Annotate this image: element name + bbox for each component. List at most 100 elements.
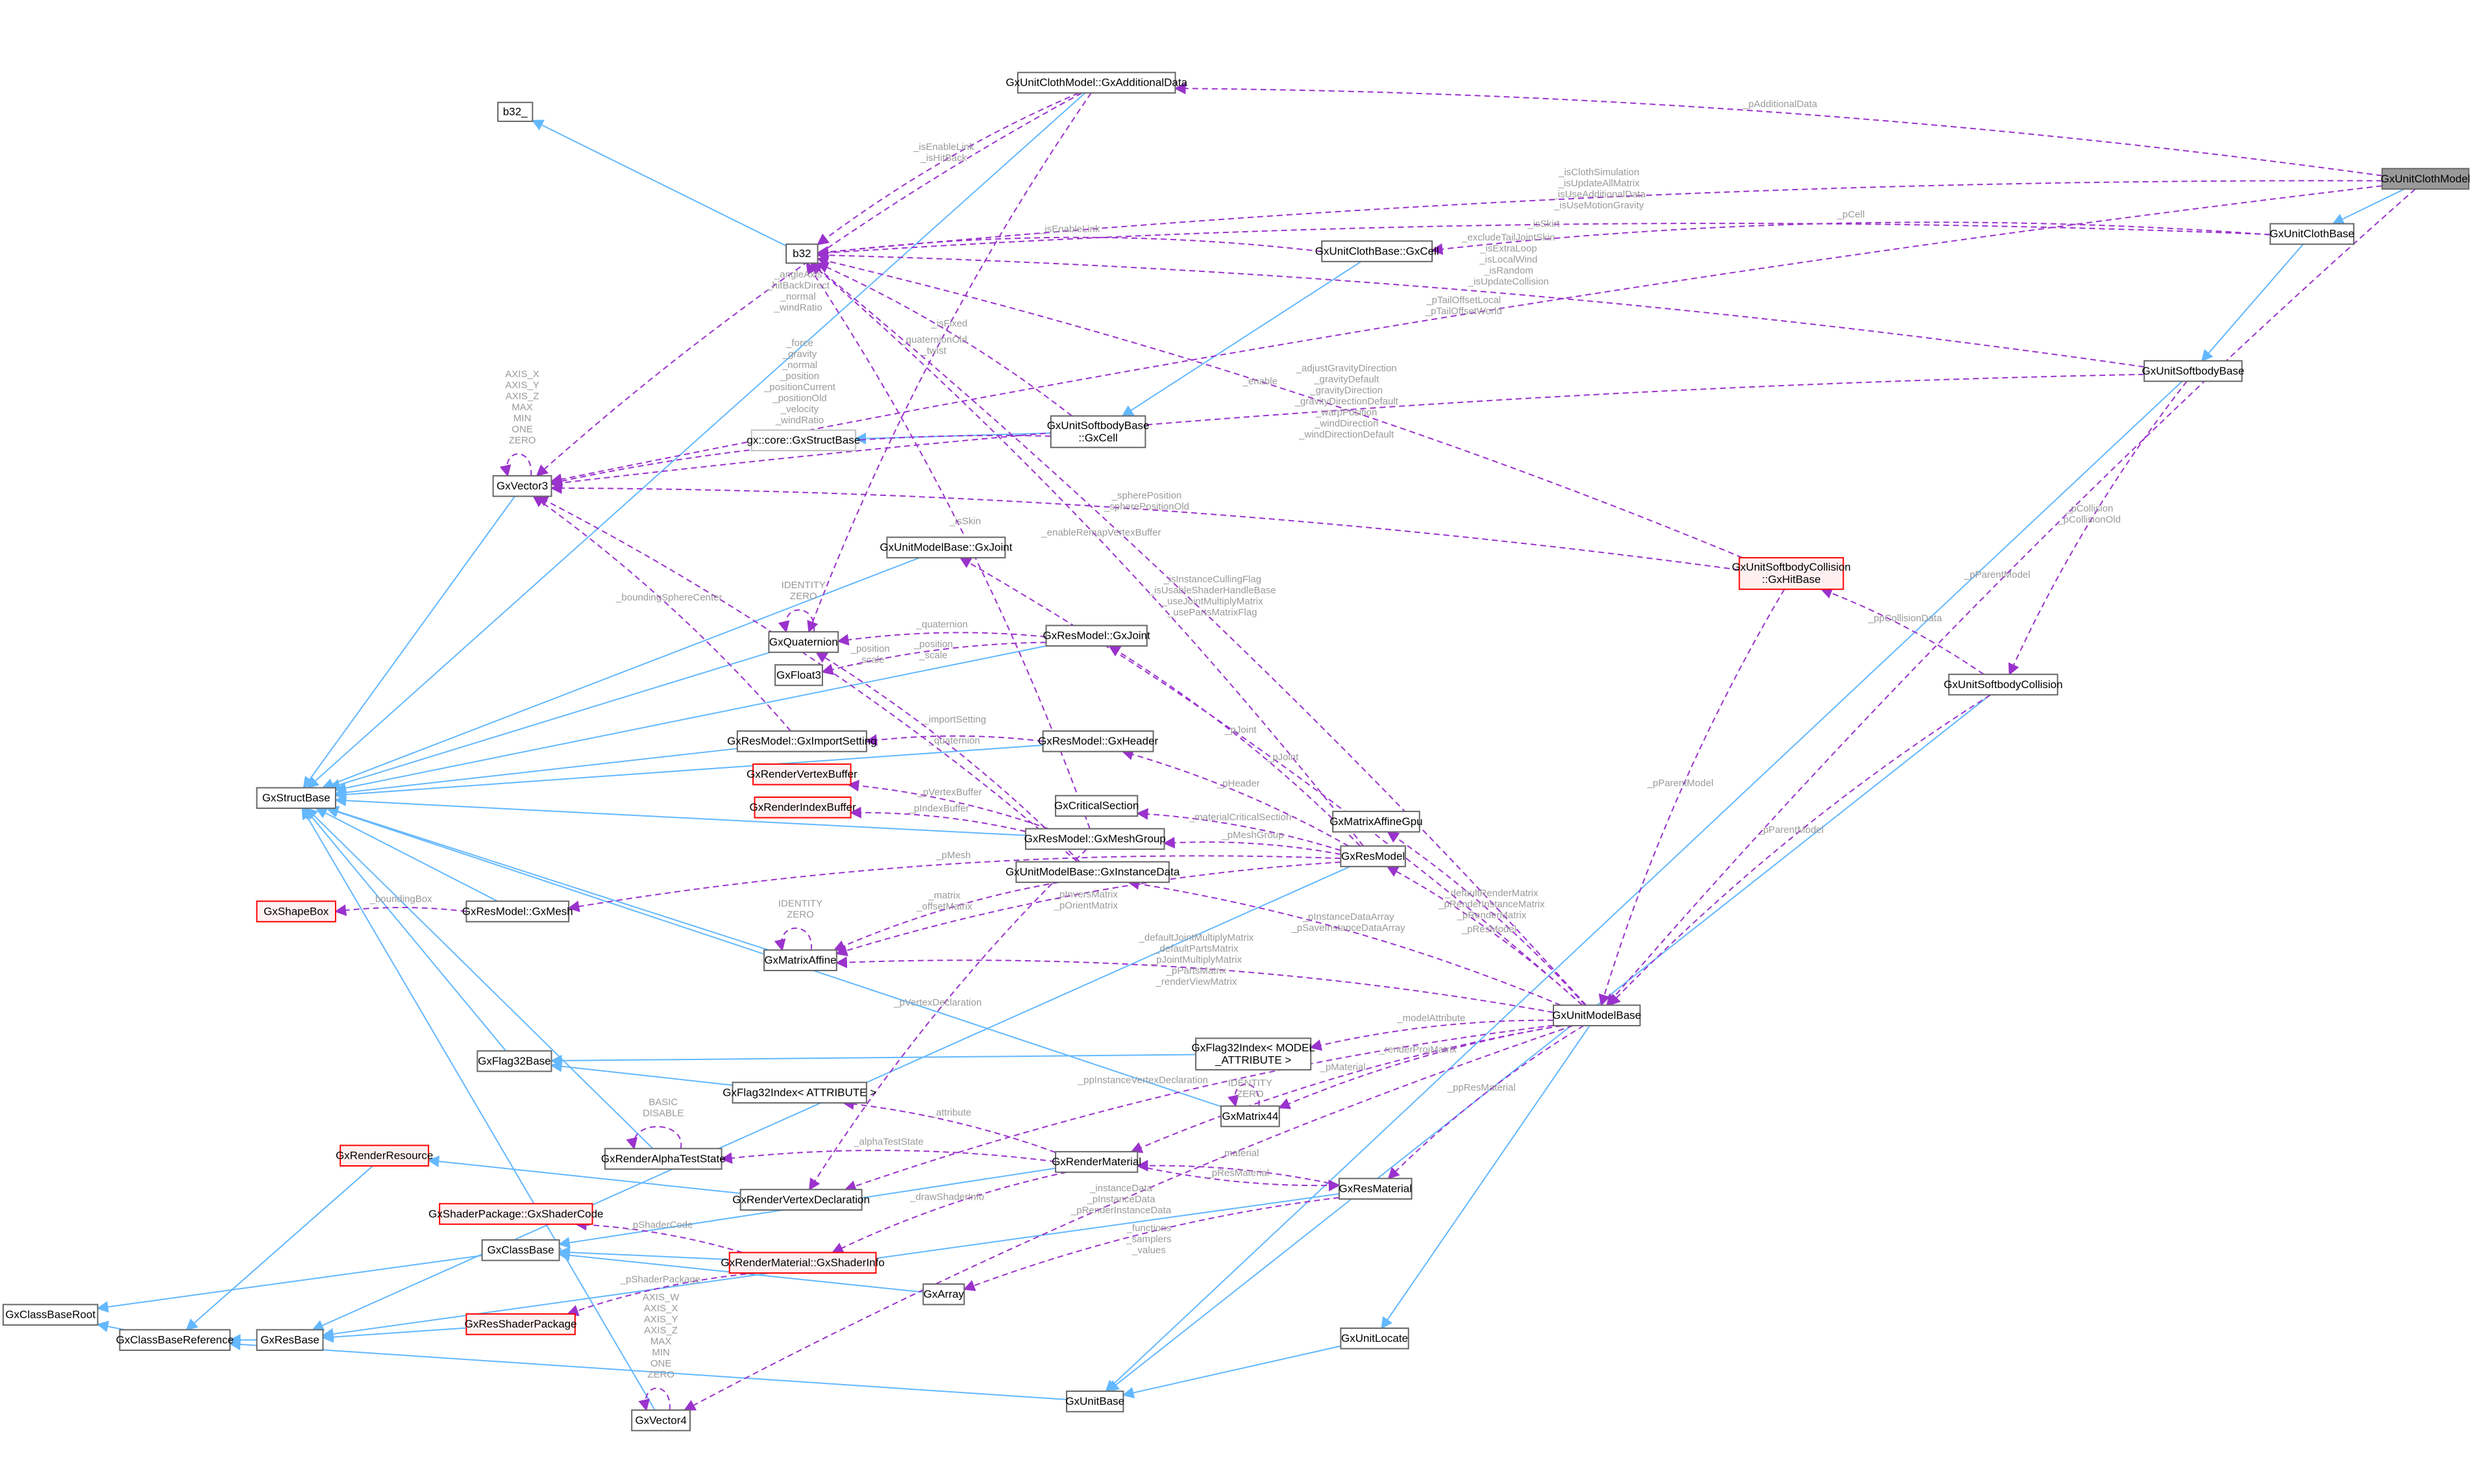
- edge-label-line: _functions: [1126, 1223, 1171, 1234]
- node-b32[interactable]: b32: [785, 243, 819, 264]
- edge-label-line: _isFixed: [931, 318, 968, 329]
- node-gxresmodel-gxmeshgroup[interactable]: GxResModel::GxMeshGroup: [1024, 828, 1166, 850]
- usage-edge: [499, 453, 532, 477]
- edge-label-line: _hitBackDirect: [766, 280, 830, 291]
- node-label: GxUnitSoftbodyCollision: [1944, 678, 2062, 691]
- usage-edge: [844, 1024, 1554, 1192]
- edge-label-line: _instanceData: [1089, 1183, 1153, 1194]
- edge-label: _materialCriticalSection: [1189, 812, 1292, 823]
- edge-label: _pJoint: [1224, 724, 1257, 736]
- node-gxrenderindexbuffer[interactable]: GxRenderIndexBuffer: [749, 797, 856, 819]
- node-gxresmodel-gxheader[interactable]: GxResModel::GxHeader: [1038, 730, 1159, 752]
- node-gxunitlocate[interactable]: GxUnitLocate: [1340, 1327, 1409, 1350]
- usage-edge: [1820, 587, 1984, 675]
- node-gxrendervertexdeclaration[interactable]: GxRenderVertexDeclaration: [732, 1189, 870, 1211]
- node-gxmatrix44[interactable]: GxMatrix44: [1220, 1105, 1280, 1128]
- node-gxunitclothbase-gxcell[interactable]: GxUnitClothBase::GxCell: [1315, 240, 1439, 262]
- usage-edge: [2008, 380, 2188, 676]
- node-label: GxStructBase: [262, 792, 330, 804]
- edges-layer: [96, 82, 2416, 1411]
- node-gxresbase[interactable]: GxResBase: [256, 1329, 324, 1351]
- node-gxunitsoftbodycollision-gxhitbase[interactable]: GxUnitSoftbodyCollision::GxHitBase: [1732, 557, 1851, 590]
- usage-edge: [778, 609, 815, 633]
- node-gxunitmodelbase-gxinstancedata[interactable]: GxUnitModelBase::GxInstanceData: [1006, 861, 1180, 884]
- node-gxresmodel-gximportsetting[interactable]: GxResModel::GxImportSetting: [727, 730, 877, 752]
- node-b32[interactable]: b32_: [497, 101, 534, 122]
- node-gx-core-gxstructbase[interactable]: gx::core::GxStructBase: [747, 429, 860, 452]
- node-label: GxUnitClothBase: [2269, 228, 2354, 240]
- node-gxstructbase[interactable]: GxStructBase: [256, 787, 336, 810]
- node-gxunitbase[interactable]: GxUnitBase: [1065, 1391, 1124, 1413]
- node-gxshaderpackage-gxshadercode[interactable]: GxShaderPackage::GxShaderCode: [428, 1203, 604, 1225]
- edge-label: _enableRemapVertexBuffer: [1041, 527, 1161, 538]
- edge-label-line: _windRatio: [774, 303, 822, 314]
- edge-label-line: _isEnableLink: [1039, 223, 1100, 234]
- node-gxclassbase[interactable]: GxClassBase: [481, 1239, 560, 1261]
- usage-edge: [816, 262, 1072, 417]
- node-gxunitmodelbase-gxjoint[interactable]: GxUnitModelBase::GxJoint: [880, 536, 1013, 559]
- edge-label-line: _pRenderMatrix: [1457, 909, 1527, 921]
- node-gxresmodel-gxjoint[interactable]: GxResModel::GxJoint: [1043, 625, 1151, 647]
- node-gxquaternion[interactable]: GxQuaternion: [768, 631, 839, 653]
- node-gxmatrixaffine[interactable]: GxMatrixAffine: [763, 949, 837, 972]
- node-gxvector3[interactable]: GxVector3: [492, 475, 552, 497]
- node-gxrenderalphateststate[interactable]: GxRenderAlphaTestState: [601, 1148, 726, 1170]
- node-gxrendermaterial[interactable]: GxRenderMaterial: [1052, 1151, 1141, 1173]
- edge-label: _defaultJointMultiplyMatrix_defaultParts…: [1139, 932, 1254, 987]
- edge-label: _boundingBox: [369, 893, 432, 904]
- node-gxflag32index-attribute[interactable]: GxFlag32Index< ATTRIBUTE >: [722, 1082, 876, 1104]
- usage-edge: [816, 255, 1743, 559]
- usage-edge: [1137, 1165, 1340, 1192]
- node-gxresmodel[interactable]: GxResModel: [1340, 845, 1406, 867]
- edge-label-line: _windDirection: [1314, 418, 1378, 429]
- edge-label: _renderProjMatrix: [1379, 1045, 1457, 1056]
- node-gxresmaterial[interactable]: GxResMaterial: [1338, 1178, 1413, 1200]
- node-label: GxResMaterial: [1339, 1182, 1412, 1194]
- edge-label-line: _ppInstanceVertexDeclaration: [1078, 1074, 1208, 1085]
- edge-label: _spherePosition_spherePositionOld: [1104, 490, 1189, 512]
- usage-edge: [833, 882, 1059, 952]
- usage-edge: [550, 434, 1051, 487]
- node-label: GxRenderMaterial: [1052, 1156, 1141, 1168]
- inheritance-edge: [2201, 243, 2304, 362]
- node-gxarray[interactable]: GxArray: [922, 1283, 965, 1305]
- edge-label-line: _windRatio: [775, 415, 824, 426]
- edge-label-line: AXIS_Z: [506, 391, 539, 402]
- inheritance-edge: [185, 1165, 373, 1331]
- node-gxunitsoftbodybase[interactable]: GxUnitSoftbodyBase: [2142, 360, 2244, 382]
- node-gxunitmodelbase[interactable]: GxUnitModelBase: [1552, 1004, 1641, 1026]
- edge-label-line: _useJointMultiplyMatrix: [1161, 596, 1263, 607]
- node-box: [256, 1329, 324, 1351]
- node-gxunitclothmodel[interactable]: GxUnitClothModel: [2380, 167, 2470, 190]
- edge-label-line: _spherePosition: [1111, 490, 1182, 501]
- node-gxfloat3[interactable]: GxFloat3: [774, 664, 823, 686]
- node-gxmatrixaffinegpu[interactable]: GxMatrixAffineGpu: [1329, 810, 1423, 833]
- node-gxcriticalsection[interactable]: GxCriticalSection: [1054, 795, 1139, 817]
- node-gxresmodel-gxmesh[interactable]: GxResModel::GxMesh: [462, 900, 573, 922]
- inheritance-edge: [531, 119, 787, 247]
- node-gxresshaderpackage[interactable]: GxResShaderPackage: [465, 1313, 577, 1335]
- node-label: GxMatrixAffine: [764, 954, 836, 967]
- node-gxrenderresource[interactable]: GxRenderResource: [336, 1144, 433, 1167]
- edge-label-line: _gravityDefault: [1313, 374, 1379, 385]
- node-gxunitclothmodel-gxadditionaldata[interactable]: GxUnitClothModel::GxAdditionalData: [1006, 71, 1188, 94]
- node-gxrendermaterial-gxshaderinfo[interactable]: GxRenderMaterial::GxShaderInfo: [721, 1252, 885, 1274]
- edge-label: _importSetting: [922, 714, 986, 725]
- node-gxclassbasereference[interactable]: GxClassBaseReference: [116, 1329, 234, 1351]
- node-gxshapebox[interactable]: GxShapeBox: [256, 900, 336, 922]
- node-gxrendervertexbuffer[interactable]: GxRenderVertexBuffer: [747, 763, 858, 785]
- node-gxclassbaseroot[interactable]: GxClassBaseRoot: [2, 1304, 99, 1326]
- node-gxflag32base[interactable]: GxFlag32Base: [476, 1050, 552, 1072]
- edge-label-line: _enable: [1242, 376, 1278, 387]
- node-box: [631, 1409, 691, 1431]
- node-gxvector4[interactable]: GxVector4: [631, 1409, 691, 1431]
- node-gxunitsoftbodycollision[interactable]: GxUnitSoftbodyCollision: [1944, 673, 2063, 696]
- edge-label: _pVertexDeclaration: [893, 997, 982, 1008]
- node-gxunitsoftbodybase-gxcell[interactable]: GxUnitSoftbodyBase::GxCell: [1047, 415, 1150, 449]
- edge-label: _drawShaderInfo: [909, 1191, 984, 1202]
- node-gxunitclothbase[interactable]: GxUnitClothBase: [2269, 223, 2354, 245]
- node-gxflag32index-model-attribute[interactable]: GxFlag32Index< MODEL_ATTRIBUTE >: [1191, 1037, 1315, 1070]
